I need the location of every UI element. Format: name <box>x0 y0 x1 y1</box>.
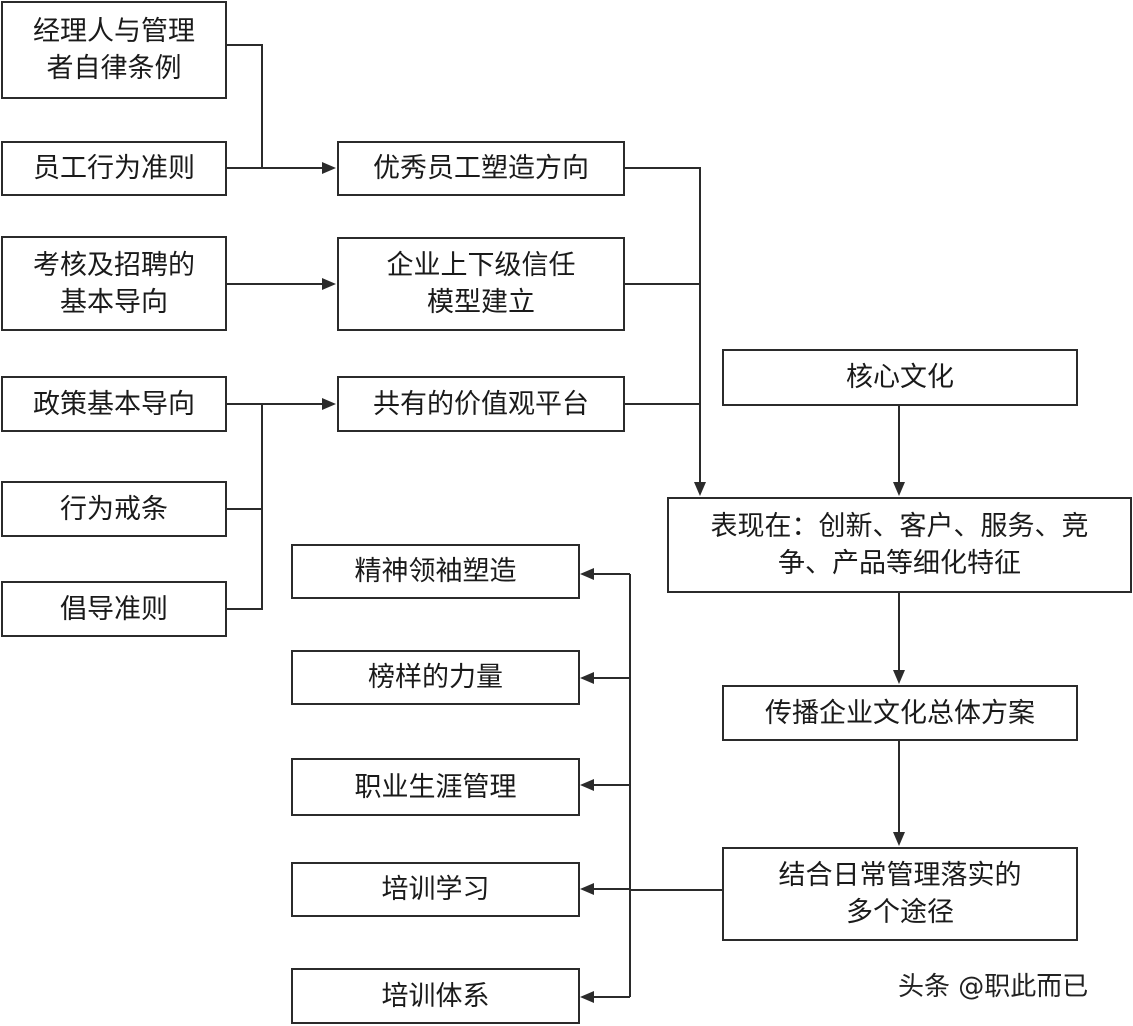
arrowhead-manifested-from-left <box>694 482 706 496</box>
node-spirit-leader: 精神领袖塑造 <box>291 544 580 599</box>
node-assessment-recruit-line-2: 基本导向 <box>60 286 168 318</box>
node-role-model-label: 榜样的力量 <box>368 662 503 693</box>
node-manifested-in-line-2: 争、产品等细化特征 <box>778 548 1021 579</box>
node-assessment-recruit-line-1: 考核及招聘的 <box>33 249 195 281</box>
node-daily-management: 结合日常管理落实的 多个途径 <box>722 847 1078 941</box>
node-manifested-in: 表现在：创新、客户、服务、竞 争、产品等细化特征 <box>667 497 1132 593</box>
node-role-model: 榜样的力量 <box>291 650 580 705</box>
arrowhead-excellent-employee <box>322 162 336 174</box>
node-manager-code: 经理人与管理 者自律条例 <box>1 1 227 99</box>
connector-manager-code <box>226 44 263 168</box>
node-policy-orientation: 政策基本导向 <box>1 376 227 432</box>
node-policy-orientation-label: 政策基本导向 <box>33 388 195 420</box>
node-shared-values-label: 共有的价值观平台 <box>373 388 589 420</box>
arrowhead-spirit-leader <box>580 568 594 580</box>
node-training-learning: 培训学习 <box>291 862 580 917</box>
node-manifested-in-line-1: 表现在：创新、客户、服务、竞 <box>710 511 1089 542</box>
node-spirit-leader-label: 精神领袖塑造 <box>354 556 517 587</box>
node-excellent-employee: 优秀员工塑造方向 <box>337 141 625 196</box>
arrowhead-career-management <box>580 779 594 791</box>
node-trust-model: 企业上下级信任 模型建立 <box>337 237 625 331</box>
arrowhead-spread-plan <box>893 670 905 684</box>
node-assessment-recruit: 考核及招聘的 基本导向 <box>1 236 227 331</box>
node-behavior-prohibitions: 行为戒条 <box>1 481 227 537</box>
node-career-management: 职业生涯管理 <box>291 758 580 816</box>
watermark-text: 头条 @职此而已 <box>898 972 1089 1002</box>
arrowhead-trust-model <box>322 278 336 290</box>
arrowhead-training-learning <box>580 883 594 895</box>
node-core-culture: 核心文化 <box>722 349 1078 406</box>
node-training-learning-label: 培训学习 <box>381 874 490 905</box>
arrowhead-shared-values <box>322 398 336 410</box>
node-spread-plan-label: 传播企业文化总体方案 <box>765 697 1035 729</box>
node-daily-management-line-1: 结合日常管理落实的 <box>778 860 1022 891</box>
node-daily-management-line-2: 多个途径 <box>846 897 954 928</box>
node-training-system-label: 培训体系 <box>381 980 490 1012</box>
arrowhead-training-system <box>580 991 594 1003</box>
node-shared-values: 共有的价值观平台 <box>337 376 625 432</box>
node-advocated-norms-label: 倡导准则 <box>60 593 168 625</box>
node-employee-conduct: 员工行为准则 <box>1 141 227 196</box>
node-manager-code-line-2: 者自律条例 <box>46 53 182 84</box>
node-spread-plan: 传播企业文化总体方案 <box>722 685 1078 741</box>
node-core-culture-label: 核心文化 <box>846 362 954 393</box>
node-excellent-employee-label: 优秀员工塑造方向 <box>373 153 589 184</box>
node-trust-model-line-2: 模型建立 <box>427 287 535 318</box>
connector-excellent-employee <box>624 167 701 484</box>
arrowhead-role-model <box>580 672 594 684</box>
arrowhead-manifested-from-core <box>893 482 905 496</box>
node-trust-model-line-1: 企业上下级信任 <box>386 250 576 281</box>
node-behavior-prohibitions-label: 行为戒条 <box>60 493 168 525</box>
connector-advocated-norms <box>226 404 263 610</box>
node-employee-conduct-label: 员工行为准则 <box>33 153 195 184</box>
node-advocated-norms: 倡导准则 <box>1 581 227 637</box>
arrowhead-daily-management <box>893 832 905 846</box>
node-manager-code-line-1: 经理人与管理 <box>33 16 195 47</box>
node-career-management-label: 职业生涯管理 <box>354 771 517 803</box>
node-training-system: 培训体系 <box>291 968 580 1024</box>
